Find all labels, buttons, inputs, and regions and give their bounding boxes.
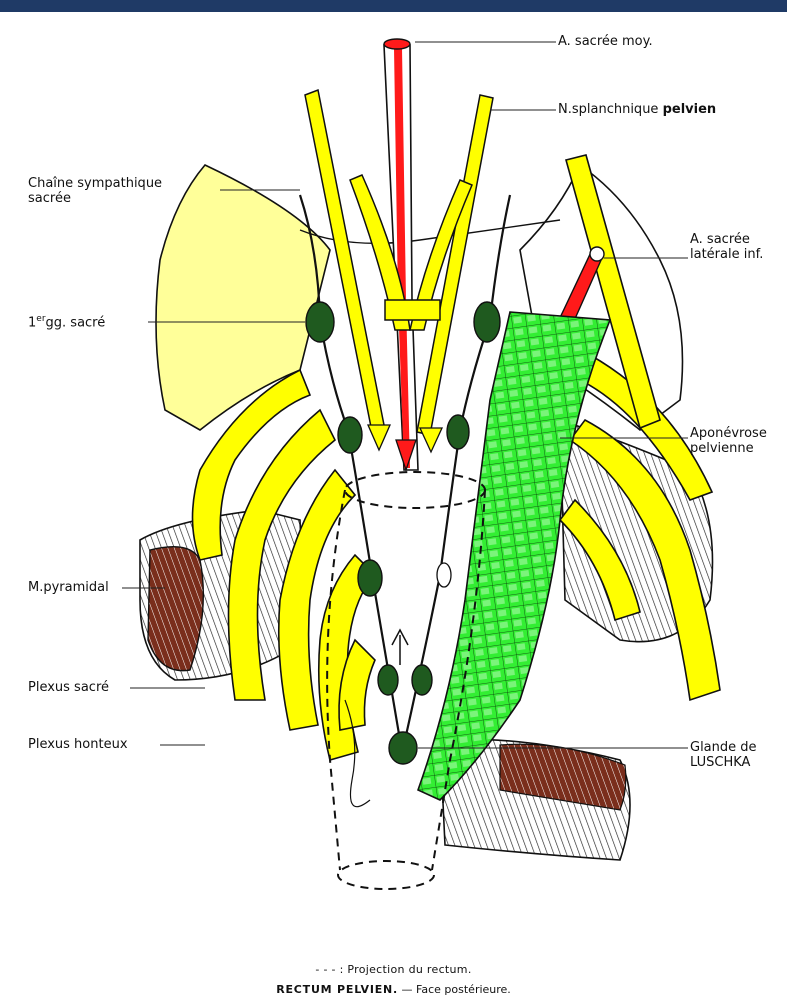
caption-title: RECTUM PELVIEN. — Face postérieure.	[0, 983, 787, 996]
label-glande-luschka: Glande de LUSCHKA	[690, 740, 757, 770]
label-gg-sup: er	[36, 314, 45, 324]
legend-text: Projection du rectum.	[347, 963, 471, 976]
label-chaine-sympathique: Chaîne sympathique sacrée	[28, 176, 162, 206]
label-chaine-line1: Chaîne sympathique	[28, 176, 162, 191]
label-aponevrose-line2: pelvienne	[690, 441, 767, 456]
label-chaine-line2: sacrée	[28, 191, 162, 206]
ganglion-impar	[389, 732, 417, 764]
ganglion-4-left	[378, 665, 398, 695]
pyramidal-muscle-left-cut	[148, 547, 203, 671]
label-a-sacree-moy: A. sacrée moy.	[558, 34, 653, 49]
label-glande-line1: Glande de	[690, 740, 757, 755]
label-aponevrose: Aponévrose pelvienne	[690, 426, 767, 456]
label-n-splanchnique-pelvien: pelvien	[663, 102, 717, 117]
label-a-sacree-laterale: A. sacrée latérale inf.	[690, 232, 763, 262]
caption-legend: - - - : Projection du rectum.	[0, 963, 787, 976]
ganglion-2-left	[338, 417, 362, 453]
label-plexus-honteux: Plexus honteux	[28, 737, 128, 752]
ganglion-1-left	[306, 302, 334, 342]
label-a-sacree-lat-line1: A. sacrée	[690, 232, 763, 247]
figure-title: RECTUM PELVIEN.	[276, 983, 398, 996]
label-a-sacree-lat-line2: latérale inf.	[690, 247, 763, 262]
legend-symbol: - - - :	[315, 963, 343, 976]
ganglion-3-left	[358, 560, 382, 596]
label-n-splanchnique: N.splanchnique pelvien	[558, 102, 716, 117]
ganglion-1-right	[474, 302, 500, 342]
label-gg-rest: gg. sacré	[46, 315, 106, 330]
figure-subtitle: — Face postérieure.	[402, 983, 511, 996]
label-n-splanchnique-text: N.splanchnique	[558, 102, 658, 117]
label-1er-gg-sacre: 1ergg. sacré	[28, 312, 105, 330]
label-aponevrose-line1: Aponévrose	[690, 426, 767, 441]
ganglion-2-right	[447, 415, 469, 449]
label-plexus-sacre: Plexus sacré	[28, 680, 109, 695]
label-m-pyramidal: M.pyramidal	[28, 580, 109, 595]
label-glande-line2: LUSCHKA	[690, 755, 757, 770]
ganglion-4-right	[412, 665, 432, 695]
